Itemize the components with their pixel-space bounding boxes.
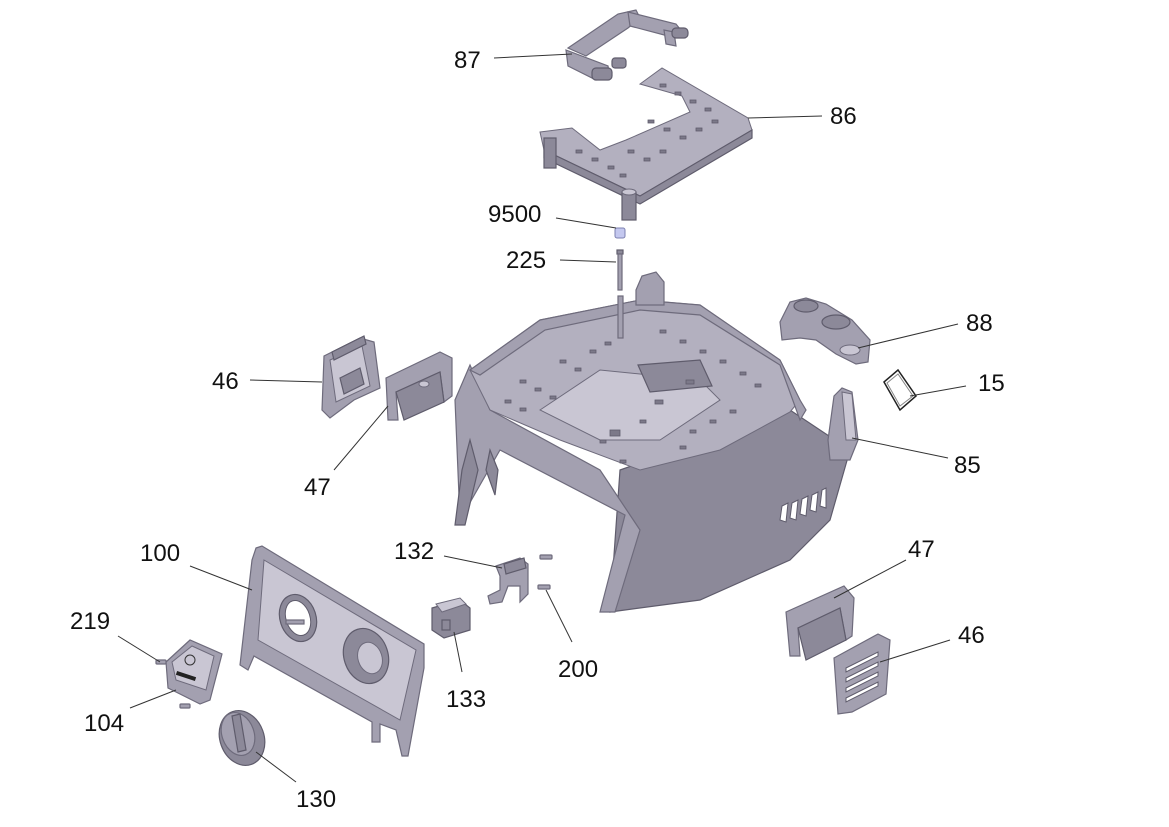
- leader-85: [851, 437, 949, 459]
- callout-47-left: 47: [304, 474, 331, 501]
- callout-225: 225: [506, 247, 546, 274]
- leader-46-left: [249, 379, 323, 383]
- part-47-right-clip: [785, 585, 855, 661]
- part-132-bracket: [487, 557, 529, 605]
- part-225-screw: [616, 249, 624, 291]
- callout-46-left: 46: [212, 368, 239, 395]
- leader-9500: [555, 217, 617, 229]
- leader-130: [255, 751, 297, 783]
- callout-86: 86: [830, 103, 857, 130]
- leader-47-right: [833, 559, 907, 599]
- leader-100: [189, 565, 253, 591]
- callout-88: 88: [966, 310, 993, 337]
- callout-104: 104: [84, 710, 124, 737]
- leader-219: [117, 635, 161, 663]
- leader-225: [559, 259, 617, 263]
- part-130-knob: [218, 710, 266, 766]
- leader-87: [493, 53, 573, 59]
- part-46-left-bracket: [321, 335, 381, 419]
- leader-lines: [117, 53, 967, 783]
- part-88-holder: [779, 297, 871, 365]
- callout-219: 219: [70, 608, 110, 635]
- callout-133: 133: [446, 686, 486, 713]
- callout-200: 200: [558, 656, 598, 683]
- part-86-top-plate: [539, 67, 753, 221]
- part-15-gasket: [883, 368, 917, 412]
- callout-9500: 9500: [488, 201, 541, 228]
- leader-88: [857, 323, 959, 349]
- part-87-handle: [565, 9, 689, 81]
- callout-132: 132: [394, 538, 434, 565]
- callout-labels: 87 86 9500 225 88 15 85 46 47 100 132 47…: [70, 47, 1005, 813]
- callout-100: 100: [140, 540, 180, 567]
- part-47-left-clip: [385, 351, 453, 421]
- callout-46-right: 46: [958, 622, 985, 649]
- leader-47-left: [333, 405, 389, 471]
- part-46-right-vent: [833, 633, 891, 715]
- callout-15: 15: [978, 370, 1005, 397]
- part-133-switch: [431, 597, 471, 639]
- callout-85: 85: [954, 452, 981, 479]
- part-85-main-housing: [454, 271, 859, 613]
- leader-132: [443, 555, 503, 569]
- part-200-screws: [537, 554, 553, 590]
- leader-104: [129, 689, 177, 709]
- leader-200: [545, 589, 573, 643]
- leader-46-right: [879, 639, 951, 663]
- leader-133: [453, 631, 463, 673]
- part-104-switch-plate: [165, 639, 223, 705]
- leader-86: [747, 115, 823, 119]
- callout-87: 87: [454, 47, 481, 74]
- callout-47-right: 47: [908, 536, 935, 563]
- part-9500-plug: [614, 227, 626, 239]
- leader-15: [909, 385, 967, 397]
- callout-130: 130: [296, 786, 336, 813]
- part-100-front-panel: [239, 545, 425, 757]
